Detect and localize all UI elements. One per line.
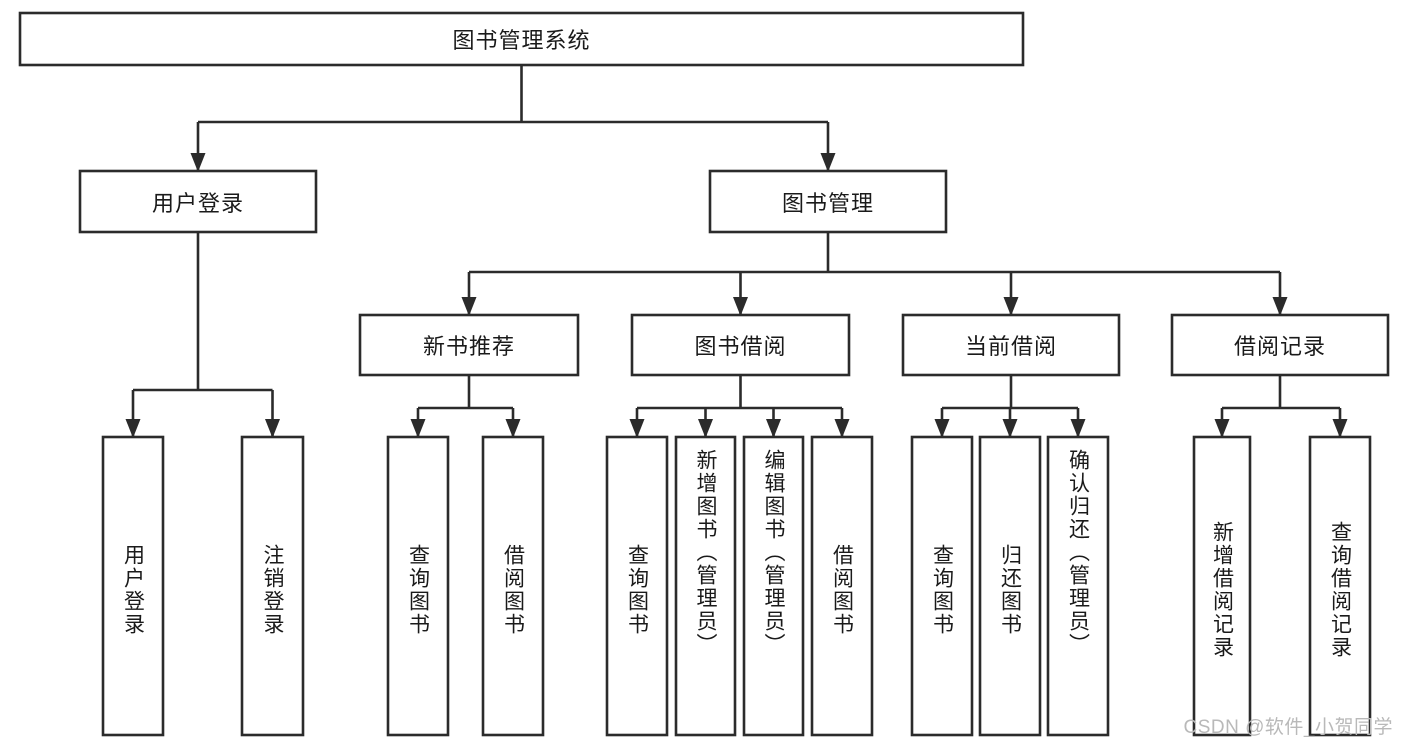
arrow-head-icon [410,419,426,438]
node-box-l-bb-borrow[interactable] [810,435,874,737]
node-box-n-current[interactable] [901,313,1121,377]
node-layer [18,11,1390,737]
arrow-head-icon [265,419,280,438]
node-box-l-cb-query[interactable] [910,435,974,737]
node-box-n-user-login[interactable] [78,169,318,234]
node-box-l-rec-query[interactable] [1308,435,1372,737]
arrow-head-icon [766,419,781,438]
arrow-head-icon [1214,419,1230,438]
arrow-head-icon [190,153,206,172]
watermark: CSDN @软件_小贺同学 [1183,717,1393,738]
node-box-l-bb-add[interactable] [674,435,737,737]
arrow-head-icon [1272,297,1288,316]
node-box-l-user-logout[interactable] [240,435,305,737]
node-box-l-cb-return[interactable] [978,435,1042,737]
arrow-head-icon [1003,297,1019,316]
arrow-head-icon [1070,419,1086,438]
arrow-head-icon [125,419,141,438]
arrow-head-icon [629,419,645,438]
node-box-l-cb-confirm[interactable] [1046,435,1110,737]
arrow-head-icon [1332,419,1348,438]
node-box-l-nr-borrow[interactable] [481,435,545,737]
node-box-n-new-rec[interactable] [358,313,580,377]
node-box-root[interactable] [18,11,1025,67]
node-box-n-borrow[interactable] [630,313,851,377]
node-box-n-book-mgmt[interactable] [708,169,948,234]
connector-layer [125,65,1348,438]
arrow-head-icon [834,419,850,438]
arrow-head-icon [1002,419,1018,438]
arrow-head-icon [461,297,477,316]
arrow-head-icon [698,419,713,438]
node-box-l-bb-query[interactable] [605,435,669,737]
arrow-head-icon [934,419,950,438]
node-box-l-bb-edit[interactable] [742,435,805,737]
node-box-l-user-login[interactable] [101,435,165,737]
arrow-head-icon [820,153,836,172]
node-box-l-nr-query[interactable] [386,435,450,737]
node-box-l-rec-add[interactable] [1192,435,1252,737]
arrow-head-icon [505,419,521,438]
node-box-n-records[interactable] [1170,313,1390,377]
arrow-head-icon [733,297,748,316]
